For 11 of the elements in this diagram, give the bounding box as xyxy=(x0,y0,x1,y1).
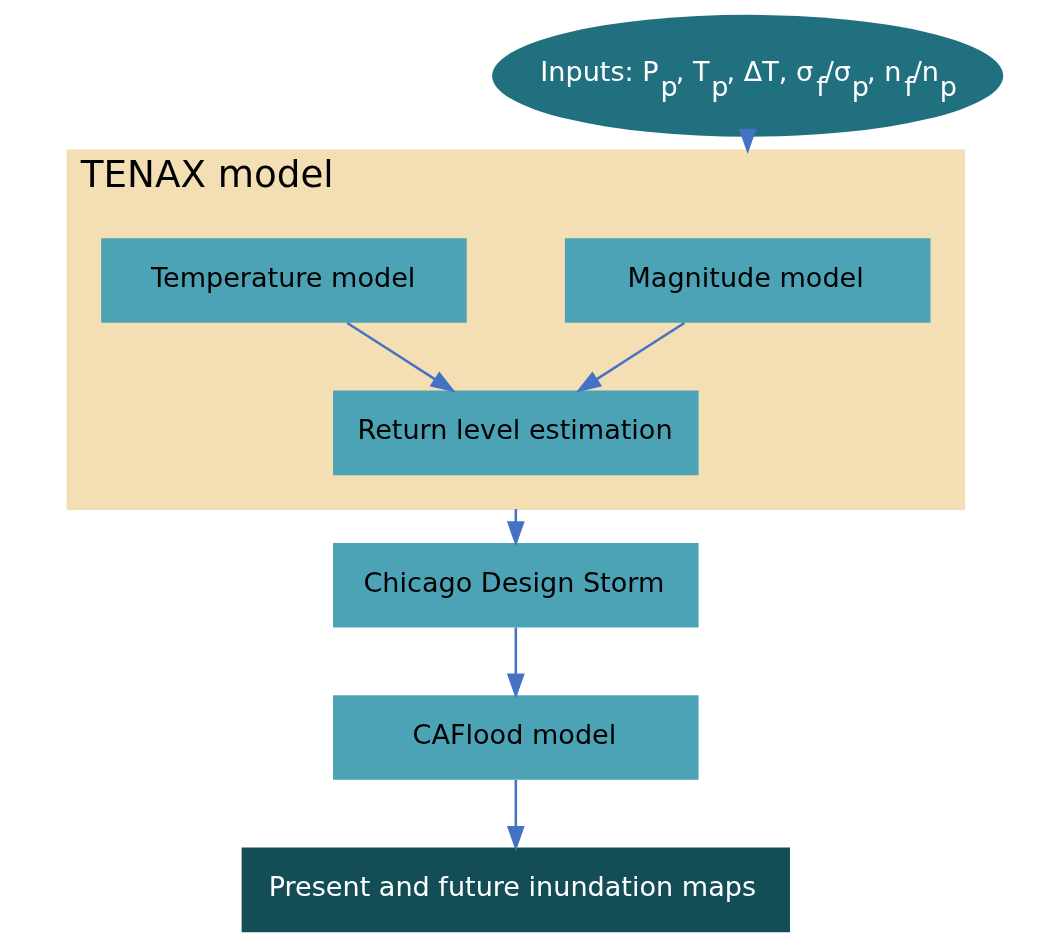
node-box: Temperature model xyxy=(100,238,467,323)
node-box: CAFlood model xyxy=(332,695,699,780)
arrow xyxy=(575,321,685,393)
arrow xyxy=(346,321,456,393)
arrow xyxy=(738,128,757,155)
node-box: Chicago Design Storm xyxy=(332,542,699,628)
node-box: Present and future inundation maps xyxy=(241,847,790,933)
arrow xyxy=(506,779,525,852)
node-box: Return level estimation xyxy=(332,390,699,476)
node-box: Magnitude model xyxy=(564,238,930,323)
arrow xyxy=(506,627,525,700)
